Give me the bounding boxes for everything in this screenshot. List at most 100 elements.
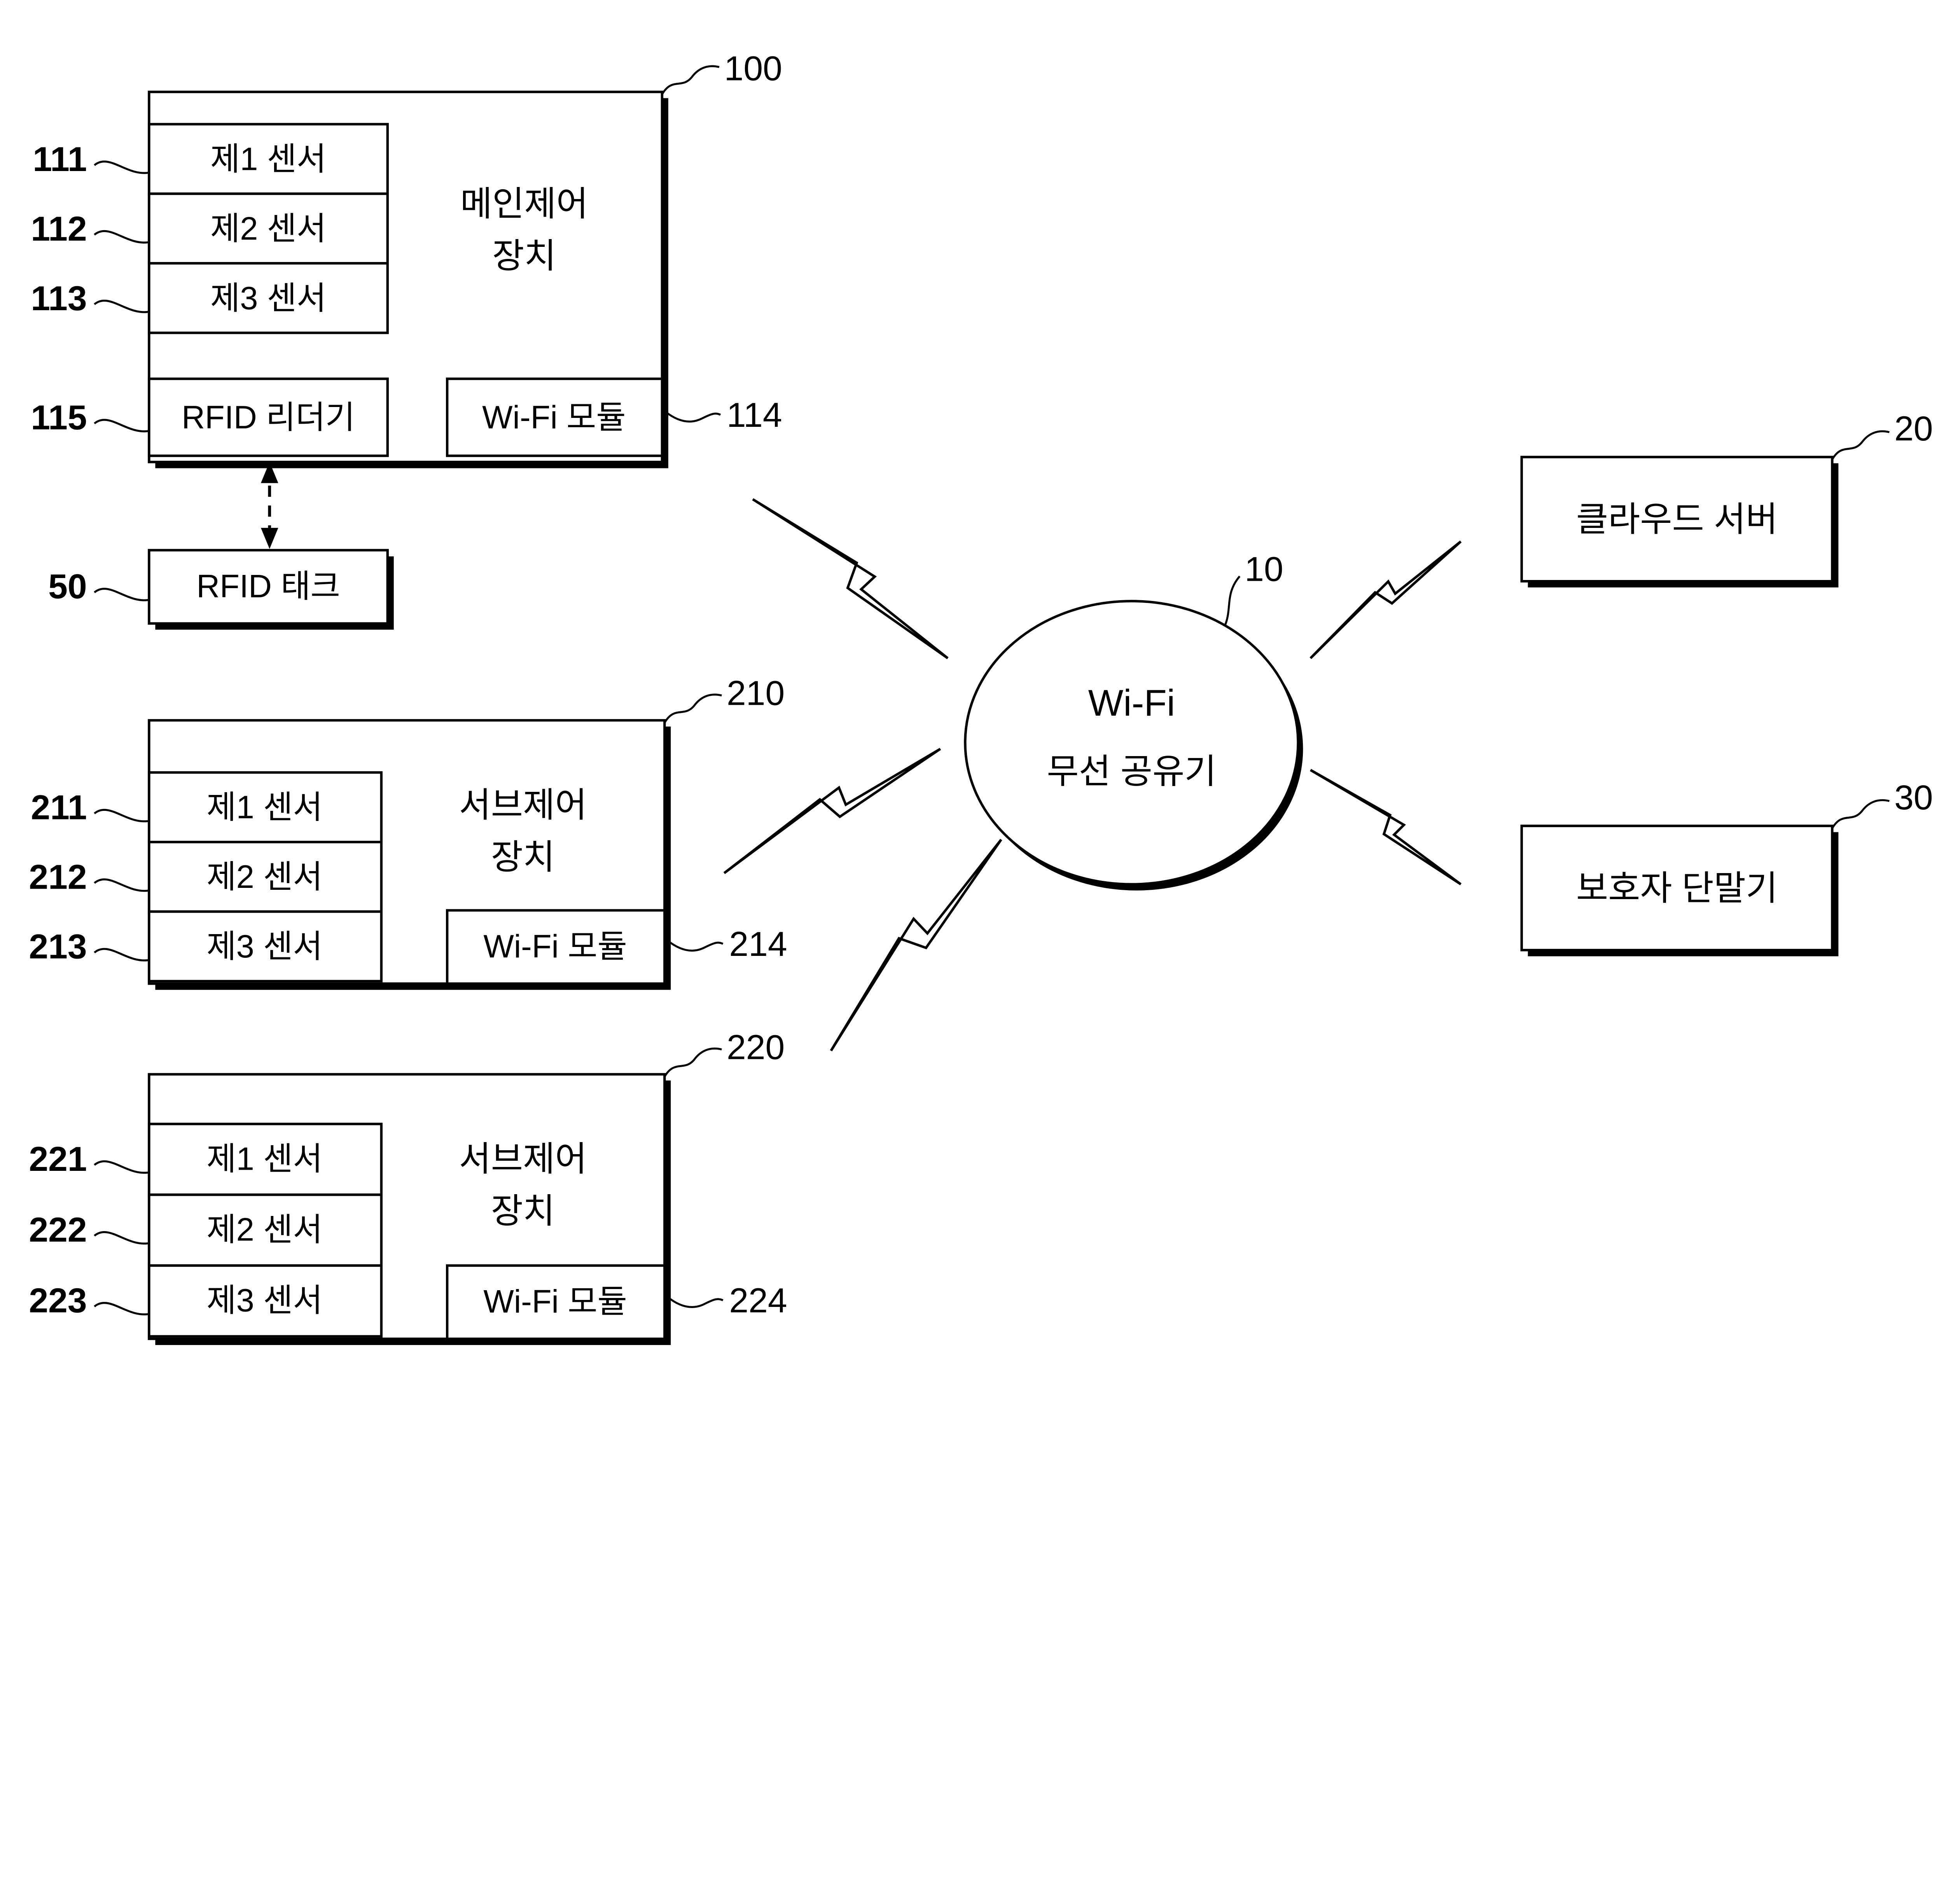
ref-115: 115 [31,398,87,437]
sub1-sensor2-label: 제2 센서 [206,859,322,895]
sub-control-device-2: 서브제어 장치 제1 센서 제2 센서 제3 센서 Wi-Fi 모듈 [148,1073,671,1345]
leader-line [1224,575,1241,627]
sub1-sensor3-label: 제3 센서 [206,928,322,964]
leader-line [94,588,149,601]
guardian-box [1520,824,1834,952]
ref-223: 223 [29,1281,87,1320]
ref-224: 224 [729,1281,787,1320]
ref-50: 50 [48,567,87,606]
bolt-sub1-to-hub-icon [723,748,941,874]
ref-100: 100 [724,49,782,88]
ref-30: 30 [1894,778,1933,817]
ref-210: 210 [727,674,785,713]
sub2-sensor2-label: 제2 센서 [206,1211,322,1247]
rfid-link-arrow [260,462,278,549]
rfid-tag-label: RFID 태크 [196,568,340,604]
ref-20: 20 [1894,409,1933,448]
leader-line [94,809,149,823]
rfid-tag-box [148,549,389,625]
main-sensor3-label: 제3 센서 [210,280,326,316]
bolt-hub-to-cloud-icon [1309,540,1462,659]
sub-control-device-1: 서브제어 장치 제1 센서 제2 센서 제3 센서 Wi-Fi 모듈 [148,719,671,990]
guardian-label: 보호자 단말기 [1576,868,1778,907]
main-sensor3-box [148,262,389,334]
reference-labels: 111 112 113 115 50 211 212 213 221 222 2… [29,49,1933,1320]
leader-line [666,939,724,952]
cloud-label: 클라우드 서버 [1576,500,1778,538]
sub2-sensor2-box [148,1193,383,1267]
leader-line [94,230,149,244]
leader-line [664,693,722,723]
leader-line [664,1047,722,1078]
sub2-wifi-module-box [446,1264,666,1340]
ref-212: 212 [29,858,87,896]
hub-ellipse [964,600,1299,886]
leader-line [94,299,149,313]
rfid-tag: RFID 태크 [148,549,394,630]
bolt-hub-to-guardian-icon [1309,769,1462,886]
ref-113: 113 [31,279,87,318]
ref-10: 10 [1245,549,1283,588]
wifi-router-hub: Wi-Fi 무선 공유기 [964,600,1303,891]
hub-label-line2: 무선 공유기 [1047,752,1216,791]
leader-line [94,948,149,962]
bolt-main-to-hub-icon [752,498,949,659]
lightning-bolts [723,498,1462,1052]
sub1-wifi-module-box [446,909,666,985]
main-sensor2-label: 제2 센서 [210,210,326,246]
sub1-wifi-module-label: Wi-Fi 모듈 [483,928,627,964]
leader-line [664,410,721,423]
ref-112: 112 [31,209,87,248]
ref-222: 222 [29,1210,87,1249]
leader-line [1831,430,1890,460]
main-wifi-module-box [446,377,664,457]
leader-line [1831,799,1890,829]
leader-line [666,1296,724,1308]
sub1-title-line2: 장치 [491,837,555,876]
rfid-reader-box [148,377,389,457]
leader-line [94,1302,149,1315]
leader-line [94,419,149,433]
patent-figure: 메인제어 장치 제1 센서 제2 센서 제3 센서 RFID 리더기 Wi-Fi… [29,49,1933,1345]
leader-line [661,65,720,95]
rfid-reader-label: RFID 리더기 [182,399,355,435]
sub2-wifi-module-label: Wi-Fi 모듈 [483,1284,627,1320]
sub1-sensor1-box [148,771,383,844]
ref-111: 111 [33,140,87,178]
bolt-sub2-to-hub-icon [830,838,1002,1052]
hub-label-line1: Wi-Fi [1088,682,1175,724]
sub2-title-line2: 장치 [491,1191,555,1230]
main-wifi-module-label: Wi-Fi 모듈 [482,399,626,435]
sub2-title-line1: 서브제어 [459,1139,587,1178]
guardian-terminal: 보호자 단말기 [1520,824,1839,957]
sub1-sensor3-box [148,910,383,983]
arrow-up-icon [260,462,278,483]
ref-114: 114 [727,395,782,434]
main-control-device: 메인제어 장치 제1 센서 제2 센서 제3 센서 RFID 리더기 Wi-Fi… [148,91,668,468]
cloud-server: 클라우드 서버 [1520,456,1839,588]
sub1-sensor1-label: 제1 센서 [206,789,322,825]
main-sensor1-box [148,123,389,195]
leader-line [94,878,149,892]
sub2-sensor3-label: 제3 센서 [206,1282,322,1319]
main-device-title-line2: 장치 [492,236,556,275]
leader-line [94,160,149,174]
main-sensor1-label: 제1 센서 [210,141,326,177]
ref-214: 214 [729,924,787,963]
ref-220: 220 [727,1027,785,1066]
sub2-sensor1-box [148,1123,383,1196]
ref-211: 211 [31,788,87,827]
cloud-box [1520,456,1834,583]
main-device-title-line1: 메인제어 [460,184,588,223]
main-sensor2-box [148,192,389,265]
diagram-canvas: 메인제어 장치 제1 센서 제2 센서 제3 센서 RFID 리더기 Wi-Fi… [29,49,1933,1345]
sub2-sensor3-box [148,1264,383,1338]
leader-line [94,1160,149,1174]
sub2-sensor1-label: 제1 센서 [206,1141,322,1177]
ref-213: 213 [29,927,87,966]
sub1-sensor2-box [148,840,383,913]
leader-line [94,1231,149,1245]
ref-221: 221 [29,1139,87,1178]
arrow-down-icon [260,528,278,549]
sub1-title-line1: 서브제어 [459,785,587,824]
